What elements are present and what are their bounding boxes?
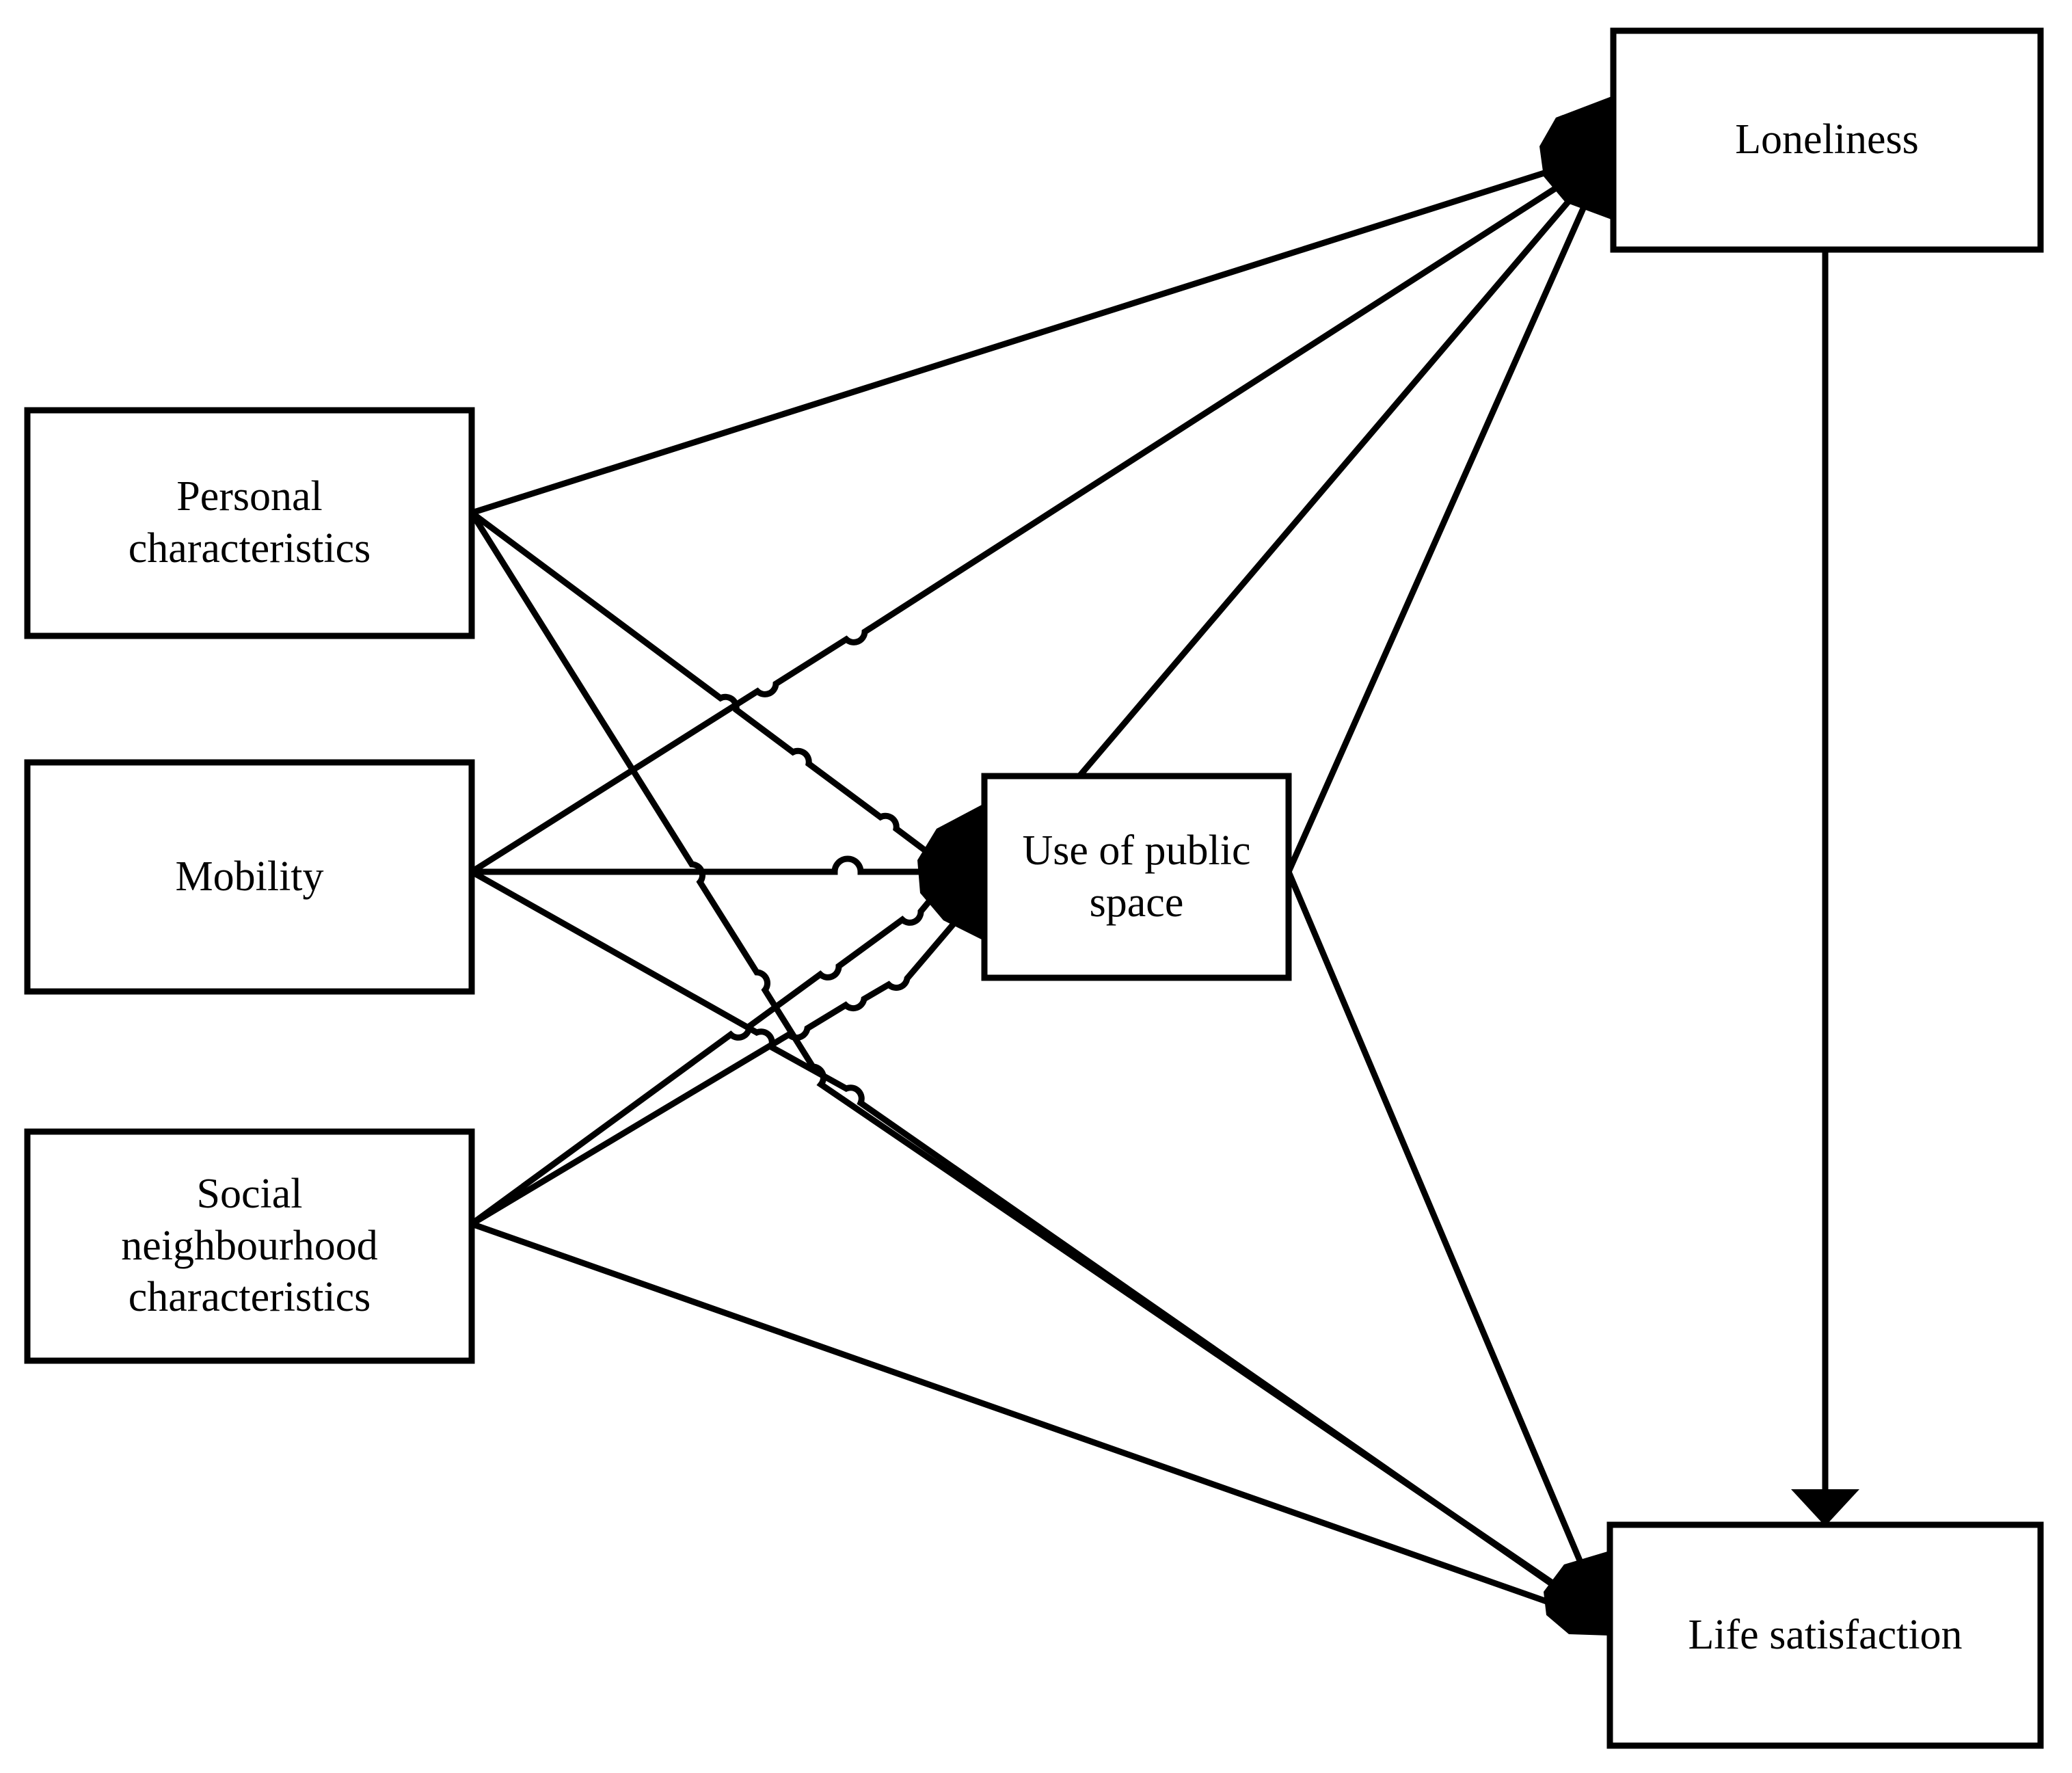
node-box-mobility[interactable] xyxy=(24,759,475,995)
edge-social-to-use-of-public-space xyxy=(470,870,956,1227)
node-box-life-satisfaction[interactable] xyxy=(1606,1521,2044,1749)
node-box-personal-characteristics[interactable] xyxy=(24,407,475,639)
edge-personal-to-life-satisfaction xyxy=(469,511,1602,1618)
edge-social-to-loneliness xyxy=(470,162,1603,1227)
arrowhead-use-of-public-space xyxy=(917,803,984,941)
edge-use-of-public-space-to-life-satisfaction xyxy=(1285,870,1605,1614)
edge-mobility-to-life-satisfaction xyxy=(470,869,1602,1621)
edge-personal-to-loneliness xyxy=(470,152,1600,516)
edge-mobility-to-loneliness xyxy=(470,157,1602,875)
node-box-loneliness[interactable] xyxy=(1610,27,2044,253)
node-box-use-of-public-space[interactable] xyxy=(981,773,1292,981)
node-box-social-neighbourhood-characteristics[interactable] xyxy=(24,1128,475,1364)
edge-use-of-public-space-to-loneliness xyxy=(1285,165,1605,873)
arrowhead-life-satisfaction-left xyxy=(1544,1551,1610,1636)
node-boxes xyxy=(24,27,2044,1749)
arrowhead-loneliness xyxy=(1539,96,1613,220)
arrowhead-life-satisfaction-top xyxy=(1791,1489,1859,1526)
edge-social-to-life-satisfaction xyxy=(470,1221,1602,1624)
edge-mobility-to-use-of-public-space xyxy=(472,855,954,875)
arrowheads xyxy=(917,96,1859,1636)
edge-lines xyxy=(469,152,1829,1624)
edge-personal-to-use-of-public-space xyxy=(470,510,956,875)
